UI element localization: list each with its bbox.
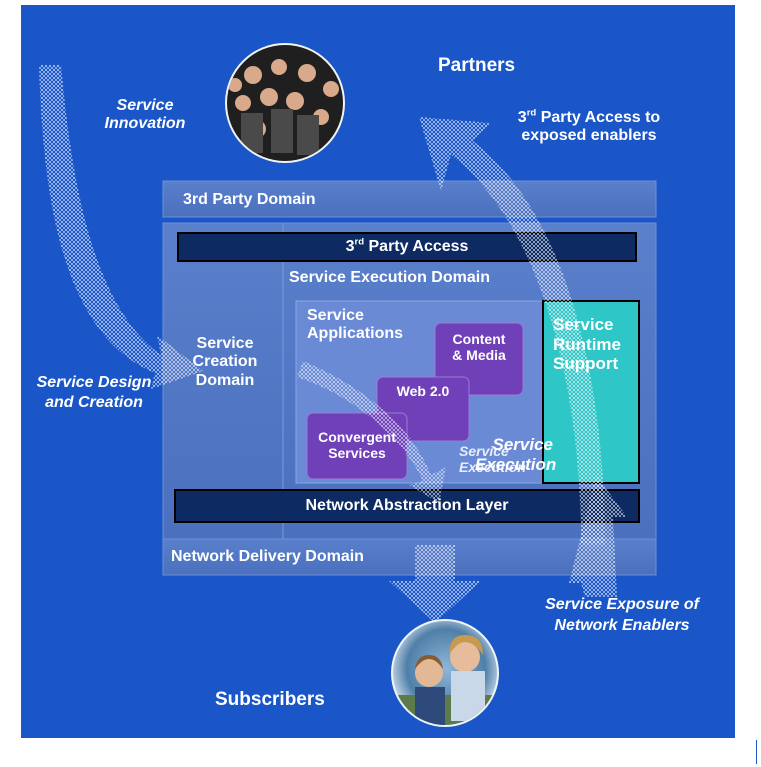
execution-b-line2: Execution [475,454,557,474]
execution-a-line1: Service [459,443,509,459]
third-party-domain-label: 3rd Party Domain [183,191,316,208]
innovation-arrow [39,65,203,389]
third-party-access-arrow [419,117,605,545]
third-party-enablers-label: 3rd Party Access to exposed enablers [489,107,689,146]
runtime-line1: Service [553,315,614,334]
third-party-access-label: 3rd Party Access [178,236,636,256]
convergent-line2: Services [328,445,386,462]
runtime-line2: Runtime [553,334,621,354]
convergent-services-label: Convergent Services [307,429,407,461]
content-line1: Content [452,331,506,347]
creation-line1: Service [196,335,254,352]
access-sup: rd [354,236,365,248]
access-num: 3 [345,238,355,255]
access-rest: Party Access [364,238,469,255]
runtime-line3: Support [553,354,619,374]
execution-arrow [297,361,446,503]
enablers-line2: exposed enablers [521,127,657,145]
content-line2: & Media [452,347,506,364]
content-media-label: Content & Media [435,331,523,363]
network-delivery-label: Network Delivery Domain [171,548,364,565]
diagram-canvas: Partners Subscribers Service Innovation … [21,5,735,738]
down-arrow [389,545,481,623]
service-execution-domain-label: Service Execution Domain [289,269,490,286]
exposure-arrow [569,475,627,597]
enablers-main: Party Access to [536,109,661,126]
service-execution-label-a: Service Execution [459,443,526,475]
service-creation-domain-label: Service Creation Domain [169,335,281,390]
enablers-sup: rd [526,107,537,119]
partners-label: Partners [438,55,516,76]
third-party-access-bar [177,232,637,262]
creation-line3: Domain [195,371,255,389]
service-design-label: Service Design and Creation [36,374,152,411]
service-execution-label-b: Service Execution [475,435,556,474]
creation-line2: Creation [192,353,258,371]
service-innovation-label: Service Innovation [104,97,186,133]
execution-a-line2: Execution [459,459,526,476]
partners-crowd-photo [225,43,345,163]
enablers-num: 3 [517,109,527,126]
edge-mark [756,740,761,764]
web20-label: Web 2.0 [396,383,450,399]
subscribers-label: Subscribers [215,689,325,710]
network-abstraction-bar [174,489,640,523]
service-applications-label: Service Applications [307,307,403,344]
third-party-domain-bar [162,180,657,218]
runtime-support-label: Service Runtime Support [553,315,621,374]
execution-b-line1: Service [492,435,554,454]
service-exposure-label: Service Exposure of Network Enablers [545,596,699,634]
convergent-line1: Convergent [318,429,396,445]
subscribers-family-photo [391,619,499,727]
diagram-graphics [39,43,657,727]
network-abstraction-label: Network Abstraction Layer [305,497,509,514]
applications-line1: Service [307,307,364,324]
applications-line2: Applications [307,325,404,343]
